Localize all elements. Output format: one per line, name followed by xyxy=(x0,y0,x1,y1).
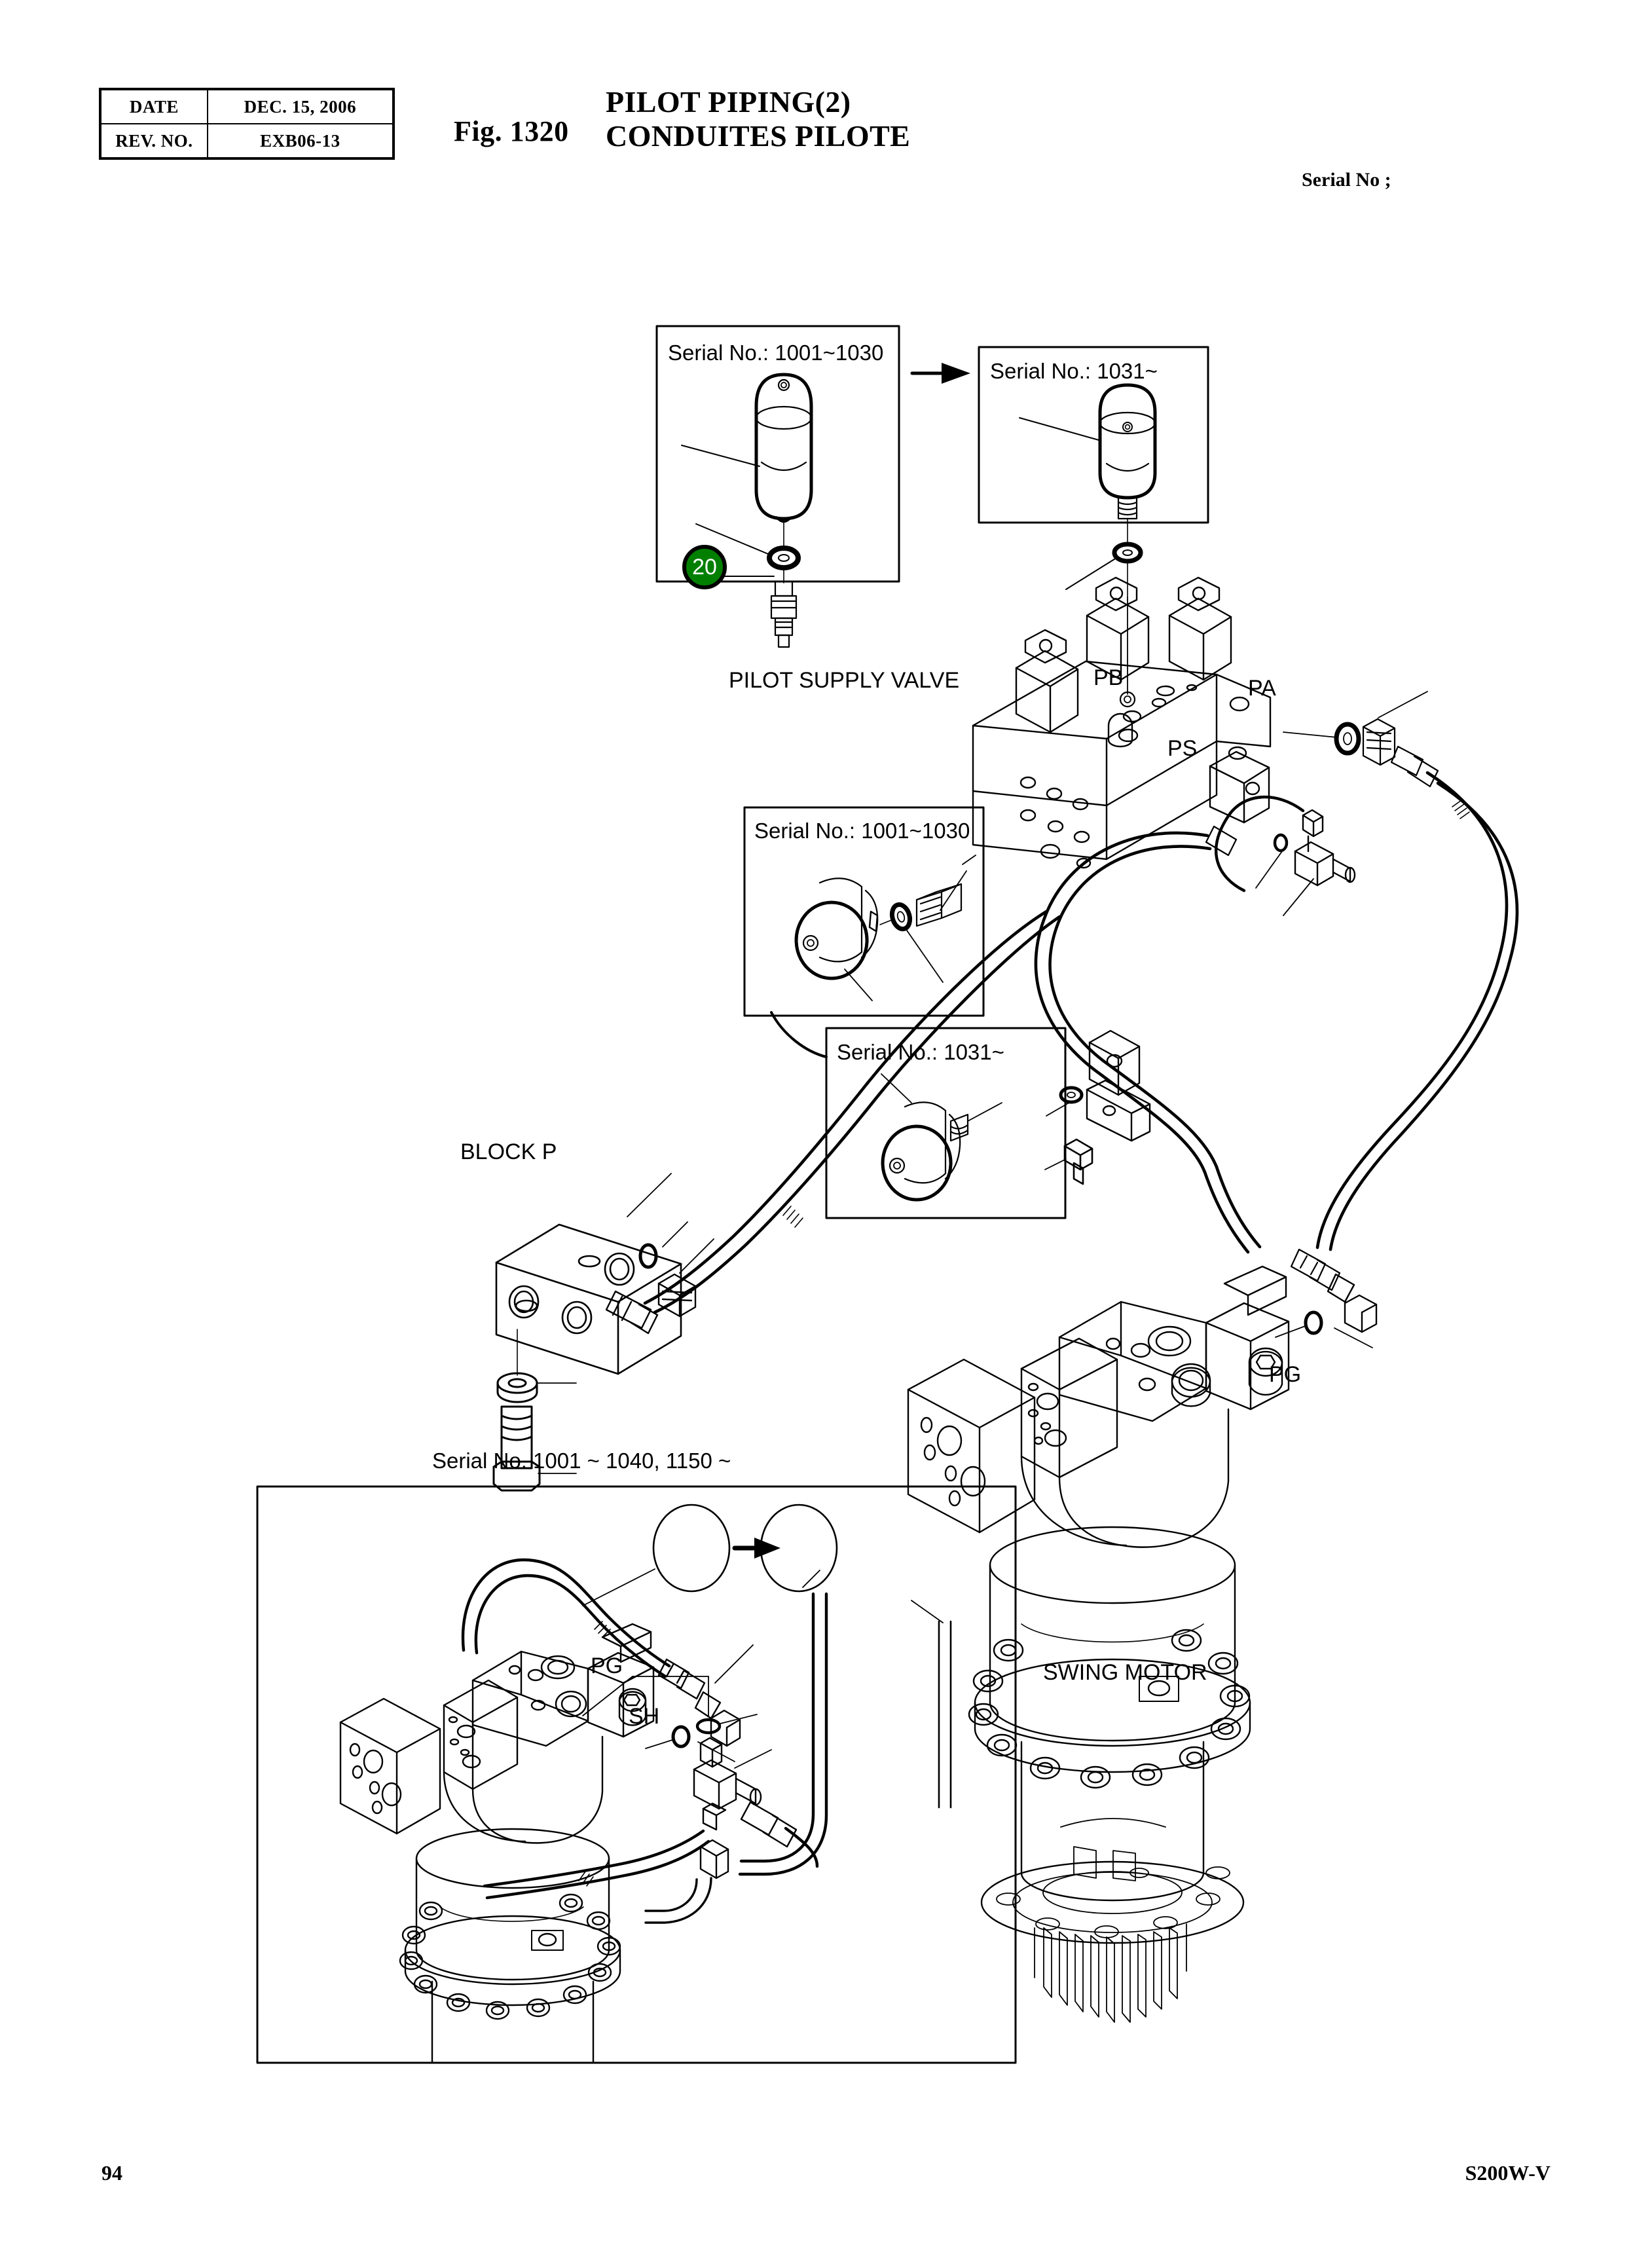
detail-box-caption-damper-old: Serial No.: 1001~1030 xyxy=(754,819,970,843)
table-row: REV. NO. EXB06-13 xyxy=(100,123,395,159)
detail-box-caption-swing-variant: Serial No. 1001 ~ 1040, 1150 ~ xyxy=(432,1449,731,1473)
header-revision-table: DATE DEC. 15, 2006 REV. NO. EXB06-13 xyxy=(99,88,395,160)
page-number: 94 xyxy=(101,2161,122,2185)
detail-box-caption-accumulator-new: Serial No.: 1031~ xyxy=(990,359,1158,383)
label-port-sh: SH xyxy=(629,1704,660,1729)
label-port-ps: PS xyxy=(1167,736,1198,761)
label-pilot-supply-valve: PILOT SUPPLY VALVE xyxy=(729,668,960,693)
table-row: DATE DEC. 15, 2006 xyxy=(100,88,395,124)
figure-number: Fig. 1320 xyxy=(454,115,569,147)
header-rev-key: REV. NO. xyxy=(100,123,208,159)
label-port-pg-bottom: PG xyxy=(591,1654,623,1678)
label-port-pg-right: PG xyxy=(1269,1362,1302,1387)
label-port-pa: PA xyxy=(1248,676,1276,701)
label-block-p: BLOCK P xyxy=(460,1139,557,1164)
detail-box-caption-damper-new: Serial No.: 1031~ xyxy=(837,1040,1004,1064)
model-designation: S200W-V xyxy=(1465,2161,1551,2185)
label-port-pb: PB xyxy=(1093,665,1124,690)
page-title: PILOT PIPING(2) CONDUITES PILOTE xyxy=(606,85,910,153)
header-rev-value: EXB06-13 xyxy=(206,123,395,159)
label-swing-motor: SWING MOTOR xyxy=(1043,1660,1207,1685)
header-date-value: DEC. 15, 2006 xyxy=(206,88,395,124)
callout-20[interactable]: 20 xyxy=(682,545,727,589)
page-title-en: PILOT PIPING(2) xyxy=(606,85,851,119)
detail-box-caption-accumulator-old: Serial No.: 1001~1030 xyxy=(668,341,884,365)
serial-no-header-label: Serial No ; xyxy=(1302,169,1391,191)
header-date-key: DATE xyxy=(100,88,208,124)
page-title-fr: CONDUITES PILOTE xyxy=(606,119,911,153)
